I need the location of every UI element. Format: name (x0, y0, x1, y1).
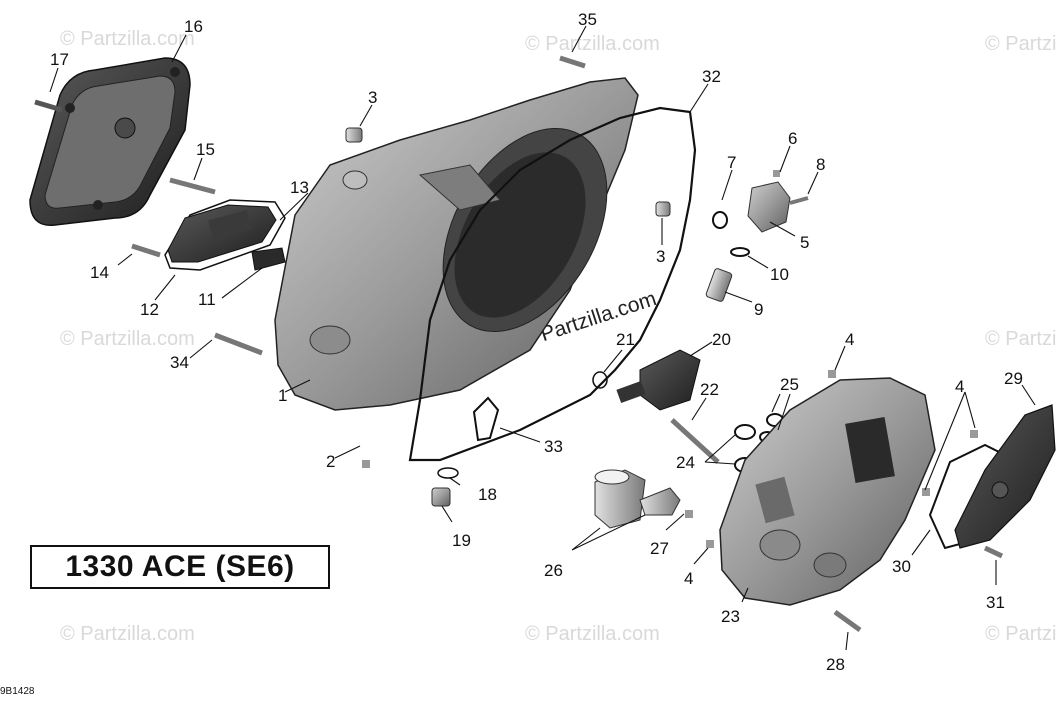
callout-12: 12 (140, 300, 159, 319)
callout-7: 7 (727, 153, 736, 172)
callout-30: 30 (892, 557, 911, 576)
part-plate-29 (954, 404, 1056, 549)
part-cover-16 (29, 57, 191, 227)
callout-23: 23 (721, 607, 740, 626)
callout-10: 10 (770, 265, 789, 284)
callout-14: 14 (90, 263, 109, 282)
callout-8: 8 (816, 155, 825, 174)
callout-3: 3 (656, 247, 665, 266)
watermark: © Partzilla.com (60, 328, 195, 350)
callout-6: 6 (788, 129, 797, 148)
callout-4: 4 (684, 569, 693, 588)
part-bushing-3 (345, 127, 671, 217)
callout-5: 5 (800, 233, 809, 252)
callout-27: 27 (650, 539, 669, 558)
callout-11: 11 (198, 290, 216, 309)
callout-1: 1 (278, 386, 287, 405)
part-crankcase-cover-1 (274, 77, 639, 411)
callout-13: 13 (290, 178, 309, 197)
part-bolts (34, 55, 1004, 633)
part-housing-5 (705, 181, 791, 302)
callout-25: 25 (780, 375, 799, 394)
callout-34: 34 (170, 353, 189, 372)
callout-19: 19 (452, 531, 471, 550)
callout-9: 9 (754, 300, 763, 319)
part-sleeve-26 (594, 469, 681, 529)
callout-22: 22 (700, 380, 719, 399)
watermark: © Partzilla.com (985, 623, 1057, 645)
callout-31: 31 (986, 593, 1005, 612)
watermark: © Partzilla.com (985, 328, 1057, 350)
callout-4: 4 (955, 377, 964, 396)
callout-21: 21 (616, 330, 635, 349)
callout-18: 18 (478, 485, 497, 504)
callout-28: 28 (826, 655, 845, 674)
callout-24: 24 (676, 453, 695, 472)
callout-17: 17 (50, 50, 69, 69)
callout-2: 2 (326, 452, 335, 471)
part-drain-plug-19 (431, 467, 459, 507)
watermark: © Partzilla.com (60, 28, 195, 50)
reference-code: 9B1428 (0, 686, 35, 697)
callout-29: 29 (1004, 369, 1023, 388)
callout-3: 3 (368, 88, 377, 107)
callout-15: 15 (196, 140, 215, 159)
callout-4: 4 (845, 330, 854, 349)
callout-labels: 1 2 3 3 4 4 4 5 6 7 8 9 10 11 12 13 14 1… (50, 10, 1023, 674)
callout-32: 32 (702, 67, 721, 86)
watermark: © Partzilla.com (985, 33, 1057, 55)
watermark: © Partzilla.com (525, 623, 660, 645)
part-gasket-32 (408, 106, 697, 462)
callout-16: 16 (184, 17, 203, 36)
watermark: © Partzilla.com (525, 33, 660, 55)
part-valve-body-23 (719, 377, 936, 606)
callout-33: 33 (544, 437, 563, 456)
leader-lines (49, 25, 1036, 651)
part-clip-33 (472, 396, 500, 442)
part-cover-12-13 (164, 199, 286, 271)
watermark: © Partzilla.com (60, 623, 195, 645)
model-label: 1330 ACE (SE6) (65, 550, 295, 583)
callout-35: 35 (578, 10, 597, 29)
callout-26: 26 (544, 561, 563, 580)
part-solenoid-20 (592, 349, 701, 411)
model-label-box: 1330 ACE (SE6) (30, 545, 330, 589)
callout-20: 20 (712, 330, 731, 349)
